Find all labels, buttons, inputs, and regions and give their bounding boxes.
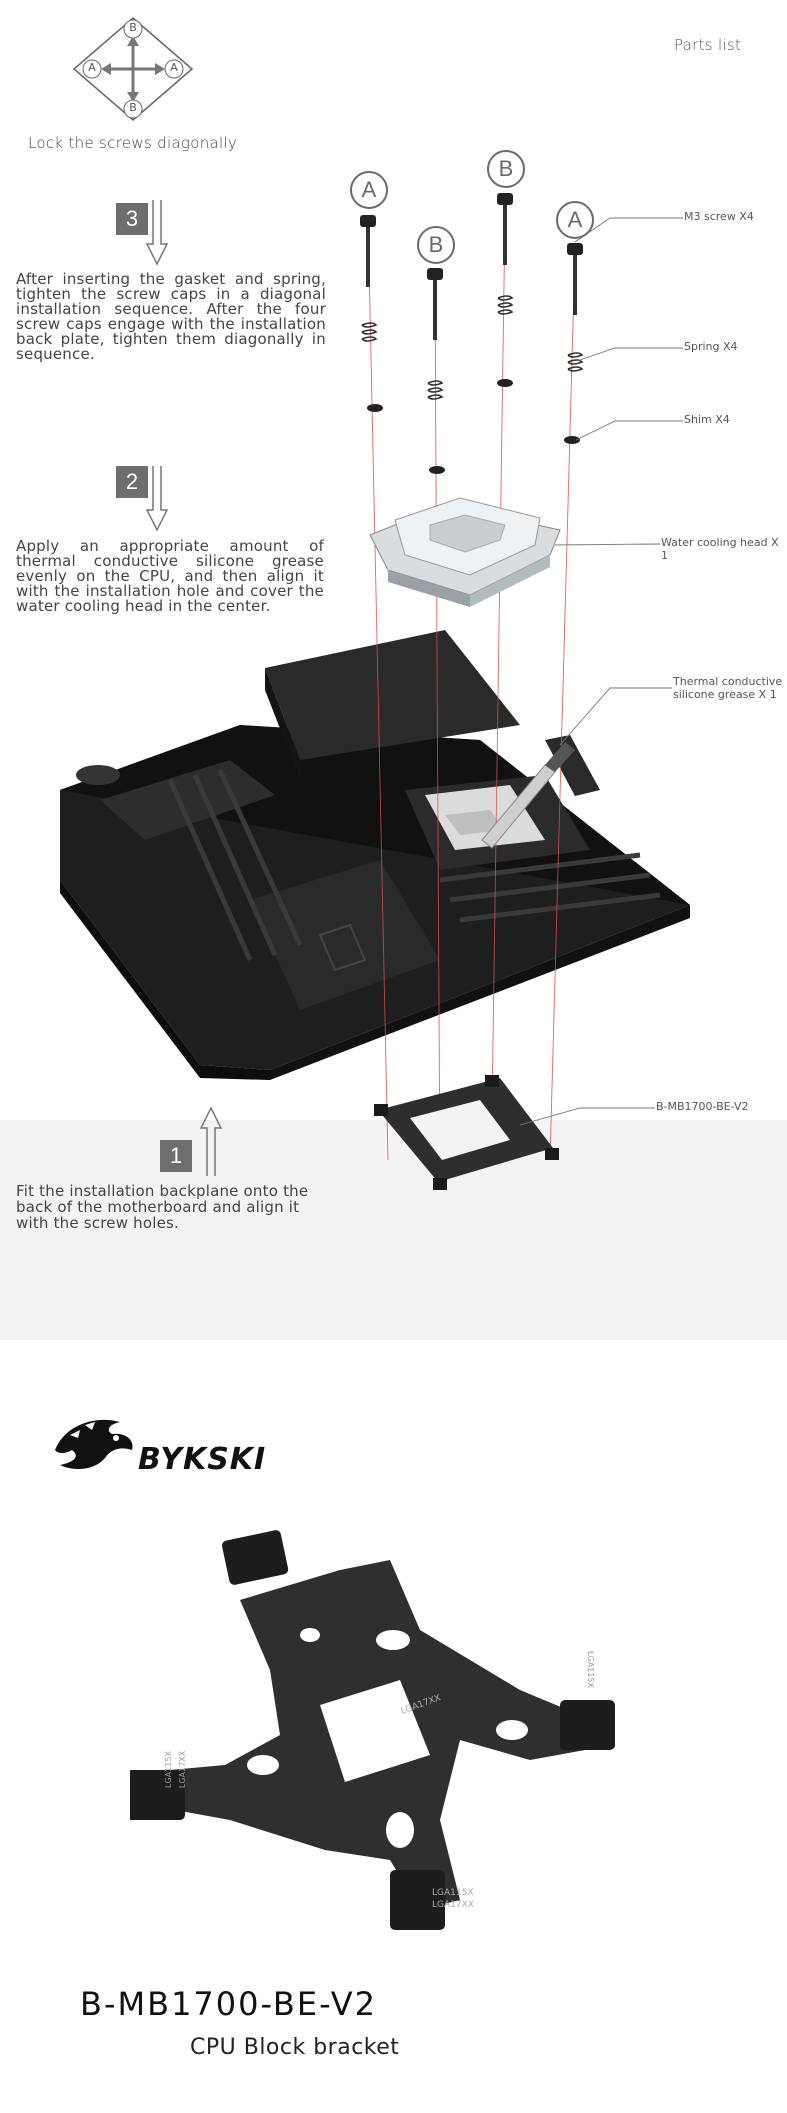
screw-marker-b-left: B: [417, 226, 455, 264]
water-cooling-head-illustration: [369, 497, 561, 607]
step-3-arrow-icon: [146, 200, 168, 266]
lock-hint: Lock the screws diagonally: [28, 134, 238, 152]
product-description: CPU Block bracket: [190, 2035, 400, 2060]
motherboard-illustration: [60, 630, 690, 1080]
step-2-arrow-icon: [146, 466, 168, 532]
shims-illustration: [367, 379, 580, 474]
diagonal-lock-diagram: [72, 17, 194, 121]
springs-illustration: [361, 295, 584, 400]
cpu-bracket-product-render: [130, 1530, 615, 1930]
diagram-letter-left: A: [88, 61, 96, 74]
step-1-text: Fit the installation backplane onto the …: [16, 1182, 309, 1232]
screw-marker-a-right: A: [556, 201, 594, 239]
step-1-badge: 1: [160, 1140, 192, 1172]
parts-list-title: Parts list: [674, 36, 742, 54]
product-model-title: B-MB1700-BE-V2: [80, 1985, 377, 2023]
step-2-text: Apply an appropriate amount of thermal c…: [16, 537, 324, 615]
part-label-grease-2: silicone grease X 1: [673, 688, 777, 701]
part-label-grease-1: Thermal conductive: [673, 675, 783, 688]
arm-label-left-2: LGA17XX: [178, 1750, 188, 1789]
backplate-illustration: [374, 1075, 559, 1190]
arm-label-left-1: LGA115X: [163, 1751, 173, 1788]
part-label-m3-screw: M3 screw X4: [684, 210, 754, 223]
diagram-letter-top: B: [129, 21, 137, 34]
step-3-text: After inserting the gasket and spring, t…: [16, 270, 326, 363]
arm-label-right: LGA115X: [585, 1651, 595, 1688]
exploded-assembly-illustration: [60, 193, 690, 1190]
step-1-arrow-icon: [200, 1106, 222, 1176]
part-label-spring: Spring X4: [684, 340, 738, 353]
part-label-water-head: Water cooling head X 1: [661, 536, 779, 562]
step-2-badge: 2: [116, 466, 148, 498]
arm-label-bottom-1: LGA115X: [432, 1888, 474, 1898]
diagram-letter-bottom: B: [129, 101, 137, 114]
bykski-dragon-logo-icon: [55, 1419, 133, 1470]
part-label-bracket: B-MB1700-BE-V2: [656, 1100, 749, 1113]
screw-marker-b-right: B: [487, 150, 525, 188]
brand-wordmark: BYKSKI: [138, 1442, 267, 1477]
step-3-badge: 3: [116, 203, 148, 235]
diagram-letter-right: A: [170, 61, 178, 74]
arm-label-bottom-2: LGA17XX: [432, 1900, 474, 1910]
screws-illustration: [360, 193, 583, 340]
screw-marker-a-left: A: [350, 171, 388, 209]
part-label-shim: Shim X4: [684, 413, 730, 426]
step-1-band: [0, 1120, 787, 1340]
grease-syringe-illustration: [481, 742, 575, 849]
